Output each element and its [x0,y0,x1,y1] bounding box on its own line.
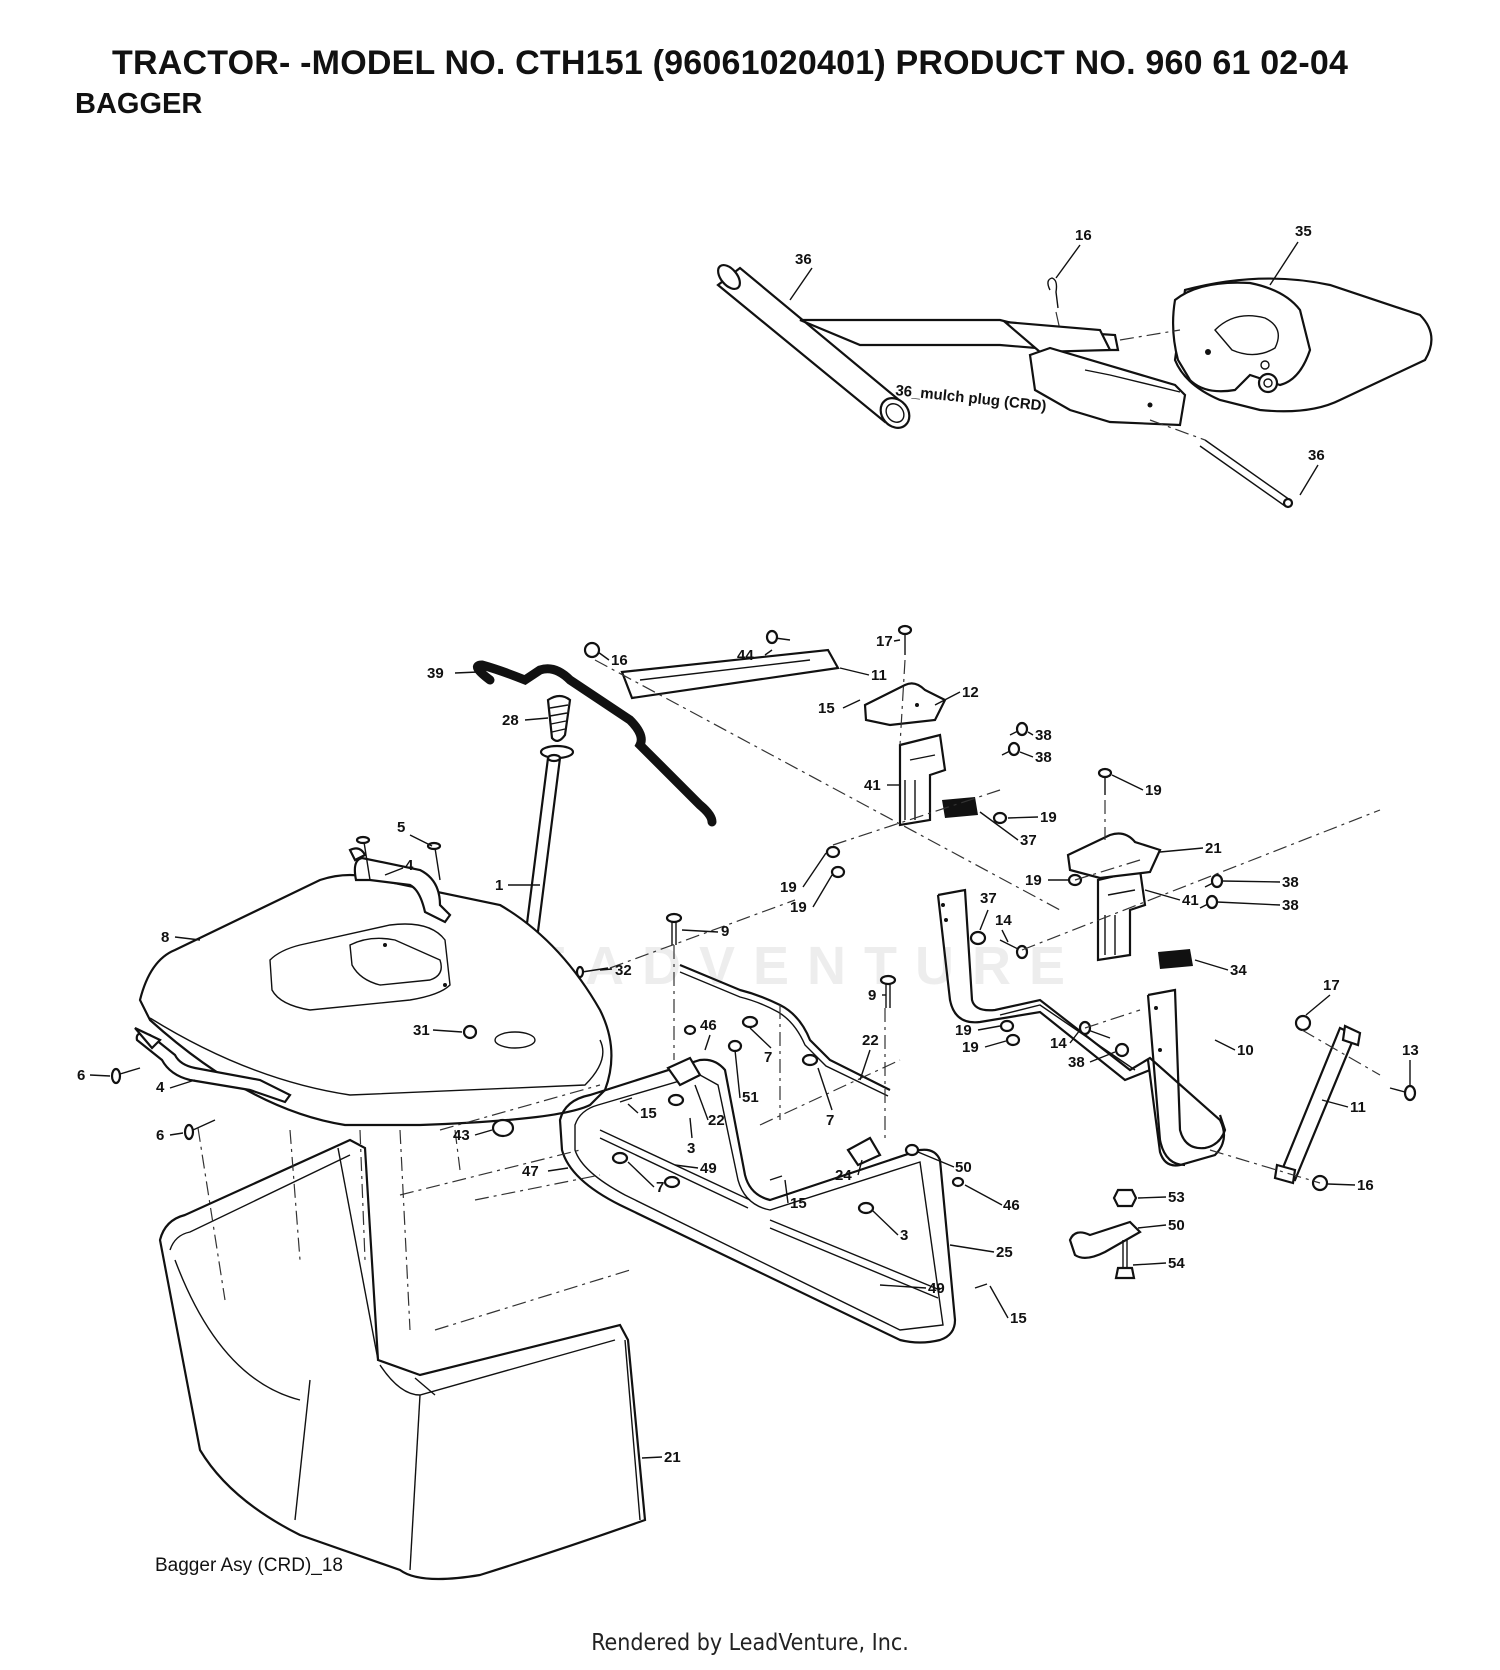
callout: 50 [955,1159,972,1176]
callout: 31 [413,1022,430,1039]
callout: 35 [1295,223,1312,240]
callout: 41 [1182,892,1199,909]
callout: 10 [1237,1042,1254,1059]
callout: 24 [835,1167,852,1184]
callout-numbers: 16 35 36 36 39 28 1 5 4 8 6 4 6 31 32 43… [77,223,1419,1466]
callout: 17 [876,633,893,650]
callout: 38 [1035,749,1052,766]
callout: 28 [502,712,519,729]
callout: 19 [790,899,807,916]
callout: 3 [687,1140,695,1157]
callout: 9 [868,987,876,1004]
callout: 7 [826,1112,834,1129]
callout: 38 [1282,897,1299,914]
callout: 9 [721,923,729,940]
callout: 49 [928,1280,945,1297]
callout: 14 [995,912,1012,929]
callout: 19 [1025,872,1042,889]
callout: 5 [397,819,405,836]
callout: 6 [77,1067,85,1084]
callout: 38 [1282,874,1299,891]
assembly-label: Bagger Asy (CRD)_18 [155,1555,343,1576]
rendered-by-footer: Rendered by LeadVenture, Inc. [591,1630,909,1656]
callout: 17 [1323,977,1340,994]
callout: 15 [1010,1310,1027,1327]
callout: 47 [522,1163,539,1180]
callout: 4 [156,1079,165,1096]
callout: 7 [764,1049,772,1066]
callout: 19 [1145,782,1162,799]
callout: 11 [1350,1099,1366,1116]
callout: 51 [742,1089,759,1106]
callout: 19 [1040,809,1057,826]
callout: 4 [405,857,414,874]
callout: 16 [611,652,628,669]
callout: 16 [1075,227,1092,244]
page-title: TRACTOR- -MODEL NO. CTH151 (96061020401)… [112,44,1349,82]
callout: 39 [427,665,444,682]
callout: 19 [955,1022,972,1039]
section-title: BAGGER [75,88,203,120]
callout: 15 [790,1195,807,1212]
callout: 15 [818,700,835,717]
callout: 38 [1035,727,1052,744]
callout: 6 [156,1127,164,1144]
callout: 19 [780,879,797,896]
mulch-plug-drawing [716,264,1433,509]
callout: 14 [1050,1035,1067,1052]
bagger-drawing [110,624,1417,1581]
callout: 13 [1402,1042,1419,1059]
callout: 15 [640,1105,657,1122]
callout: 54 [1168,1255,1185,1272]
callout: 36 [1308,447,1325,464]
callout: 22 [708,1112,725,1129]
callout: 44 [737,647,754,664]
callout: 38 [1068,1054,1085,1071]
callout: 22 [862,1032,879,1049]
callout: 36 [795,251,812,268]
callout: 37 [1020,832,1037,849]
callout: 53 [1168,1189,1185,1206]
callout: 7 [656,1179,664,1196]
callout: 12 [962,684,979,701]
callout: 25 [996,1244,1013,1261]
callout: 46 [700,1017,717,1034]
callout: 1 [495,877,503,894]
callout: 21 [664,1449,681,1466]
callout: 21 [1205,840,1222,857]
callout: 50 [1168,1217,1185,1234]
callout: 41 [864,777,881,794]
callout: 8 [161,929,169,946]
callout: 34 [1230,962,1247,979]
mulch-plug-note: 36_mulch plug (CRD) [895,382,1048,415]
callout: 37 [980,890,997,907]
callout: 16 [1357,1177,1374,1194]
callout: 19 [962,1039,979,1056]
callout: 43 [453,1127,470,1144]
callout: 49 [700,1160,717,1177]
callout: 32 [615,962,632,979]
callout: 11 [871,667,887,684]
callout: 46 [1003,1197,1020,1214]
callout: 3 [900,1227,908,1244]
